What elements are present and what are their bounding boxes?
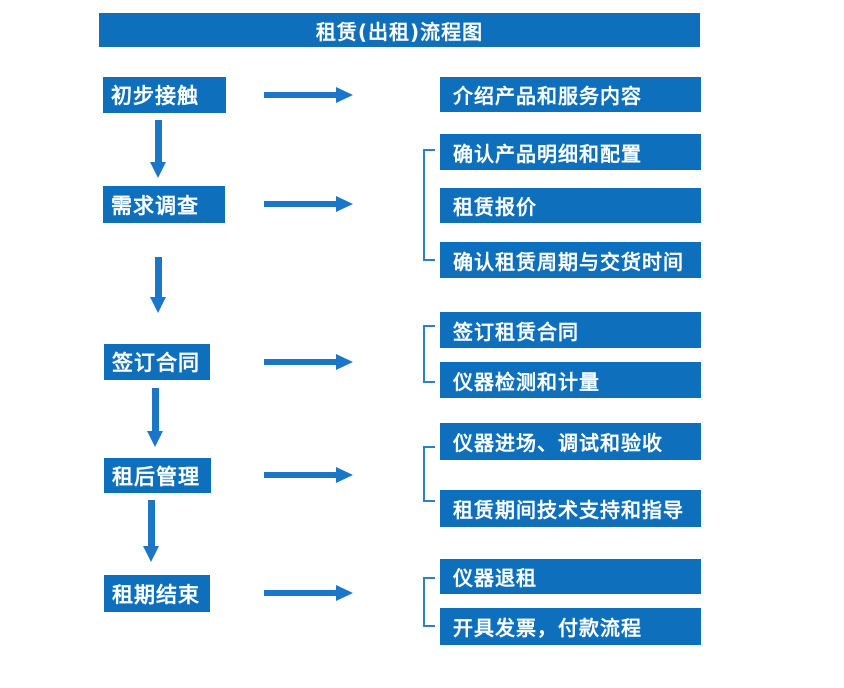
down-arrow-shaft [152,388,159,432]
down-arrow-head [143,546,159,562]
step-box-initial-contact: 初步接触 [103,77,226,113]
output-box-rental-quote: 租赁报价 [440,188,701,223]
right-arrow-shaft [264,472,336,478]
right-arrow-shaft [264,359,336,365]
bracket-connector [423,325,435,383]
down-arrow-shaft [148,500,155,547]
right-arrow-shaft [264,92,336,98]
output-box-instrument-return: 仪器退租 [440,559,701,594]
down-arrow-head [147,431,163,447]
right-arrow-shaft [264,201,336,207]
right-arrow-head [336,196,353,212]
down-arrow-icon [143,500,160,562]
down-arrow-icon [150,257,167,313]
output-box-sign-rental-contract: 签订租赁合同 [440,312,701,348]
down-arrow-head [150,297,166,313]
right-arrow-head [336,467,353,483]
step-box-demand-survey: 需求调查 [103,186,225,223]
right-arrow-icon [264,196,353,212]
output-box-confirm-details: 确认产品明细和配置 [440,134,701,170]
page-title: 租赁(出租)流程图 [315,19,484,44]
down-arrow-shaft [155,120,162,163]
bracket-connector [423,446,435,502]
right-arrow-icon [264,467,353,483]
step-box-rental-end: 租期结束 [104,575,210,612]
right-arrow-shaft [264,590,336,596]
right-arrow-head [336,585,353,601]
right-arrow-head [336,87,353,103]
output-box-instrument-testing: 仪器检测和计量 [440,362,701,398]
output-box-confirm-period: 确认租赁周期与交货时间 [440,242,701,278]
down-arrow-shaft [155,257,162,298]
output-box-tech-support: 租赁期间技术支持和指导 [440,490,701,527]
bracket-connector [423,149,435,261]
down-arrow-icon [147,388,164,447]
output-box-introduce-products: 介绍产品和服务内容 [440,77,701,112]
step-box-post-rental-mgmt: 租后管理 [104,458,211,493]
output-box-invoice-payment: 开具发票，付款流程 [440,608,701,645]
right-arrow-icon [264,585,353,601]
output-box-instrument-entry: 仪器进场、调试和验收 [440,423,701,460]
right-arrow-icon [264,354,353,370]
right-arrow-head [336,354,353,370]
down-arrow-icon [150,120,167,178]
diagram-title-bar: 租赁(出租)流程图 [99,13,700,47]
down-arrow-head [150,162,166,178]
right-arrow-icon [264,87,353,103]
step-box-sign-contract: 签订合同 [104,344,210,380]
bracket-connector [423,577,435,627]
